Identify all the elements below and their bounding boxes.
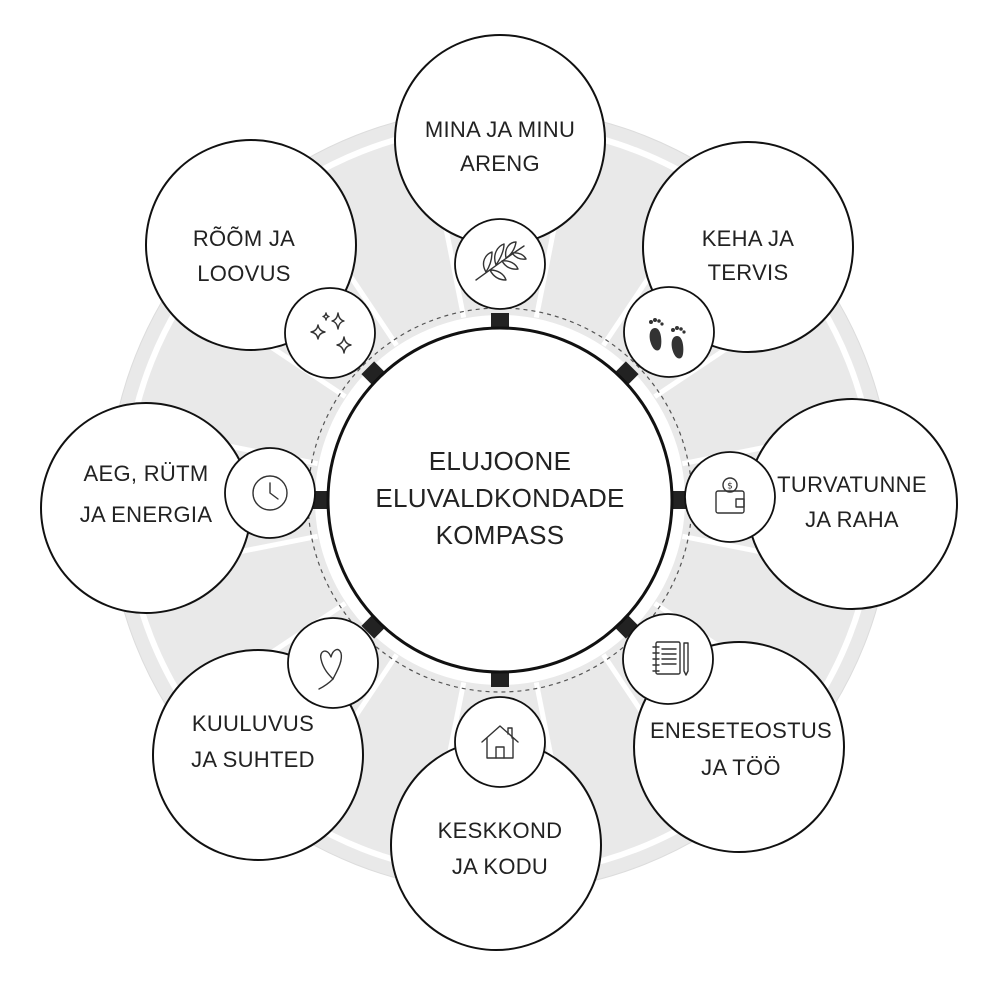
icon-badge <box>623 286 715 378</box>
center-hub: ELUJOONE ELUVALDKONDADE KOMPASS <box>326 326 674 674</box>
badge-keha <box>623 286 715 378</box>
domain-label-line-1: TURVATUNNE <box>777 472 927 497</box>
badge-kuuluvus <box>287 617 379 709</box>
center-circle <box>326 326 674 674</box>
icon-badge <box>454 696 546 788</box>
domain-label-line-1: KEHA JA <box>702 226 795 251</box>
center-title-line-2: ELUVALDKONDADE <box>375 483 624 513</box>
domain-label-line-1: KESKKOND <box>438 818 563 843</box>
badge-room <box>284 287 376 379</box>
icon-badge <box>287 617 379 709</box>
domain-label-line-1: ENESETEOSTUS <box>650 718 832 743</box>
footprints-icon <box>649 318 686 359</box>
domain-label-line-2: JA ENERGIA <box>80 502 213 527</box>
badge-turvatunne: $ <box>684 451 776 543</box>
icon-badge <box>454 218 546 310</box>
domain-label-line-1: RÕÕM JA <box>193 226 295 251</box>
domain-label-line-2: JA RAHA <box>805 507 899 532</box>
domain-label-line-1: KUULUVUS <box>192 711 314 736</box>
notebook-icon <box>652 641 689 676</box>
badge-keskkond <box>454 696 546 788</box>
heart-icon <box>318 648 343 690</box>
wallet-icon: $ <box>715 477 745 514</box>
domain-label-line-1: MINA JA MINU <box>425 117 575 142</box>
badge-aeg <box>224 447 316 539</box>
sparkles-icon <box>310 312 352 354</box>
svg-text:$: $ <box>727 482 733 492</box>
domain-label-line-2: TERVIS <box>708 260 789 285</box>
badge-eneseteostus <box>622 613 714 705</box>
domain-label-line-1: AEG, RÜTM <box>84 461 209 486</box>
domain-label-line-2: JA KODU <box>452 854 548 879</box>
leaf-branch-icon <box>475 241 527 281</box>
center-title-line-1: ELUJOONE <box>429 446 572 476</box>
domain-mina-ja-minu-areng: MINA JA MINU ARENG <box>394 34 606 246</box>
domain-aeg-rutm-ja-energia: AEG, RÜTM JA ENERGIA <box>40 402 252 614</box>
house-icon <box>481 725 519 759</box>
domain-label-line-2: JA TÖÖ <box>701 755 781 780</box>
badge-mina <box>454 218 546 310</box>
domain-turvatunne-ja-raha: TURVATUNNE JA RAHA <box>746 398 958 610</box>
clock-icon <box>252 475 288 511</box>
icon-badge <box>284 287 376 379</box>
domain-bubble <box>746 398 958 610</box>
center-title-line-3: KOMPASS <box>436 520 565 550</box>
domain-label-line-2: LOOVUS <box>197 261 291 286</box>
domain-label-line-2: JA SUHTED <box>191 747 315 772</box>
domain-label-line-2: ARENG <box>460 151 540 176</box>
icon-badge <box>684 451 776 543</box>
